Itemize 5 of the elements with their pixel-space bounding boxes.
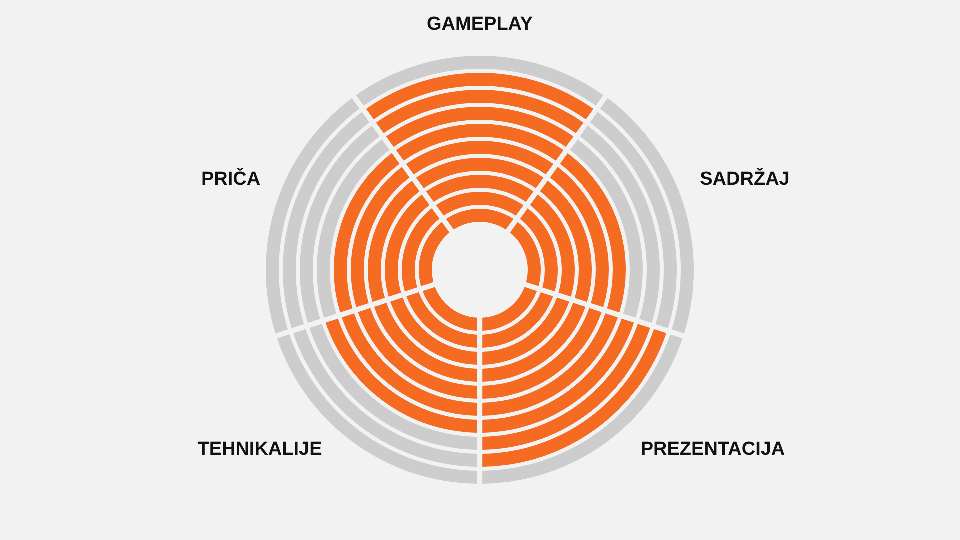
category-label: SADRŽAJ (700, 169, 790, 191)
category-label: GAMEPLAY (427, 14, 533, 36)
category-label: PREZENTACIJA (640, 439, 786, 461)
category-label: PRIČA (201, 169, 261, 191)
category-label: TEHNIKALIJE (198, 439, 322, 461)
